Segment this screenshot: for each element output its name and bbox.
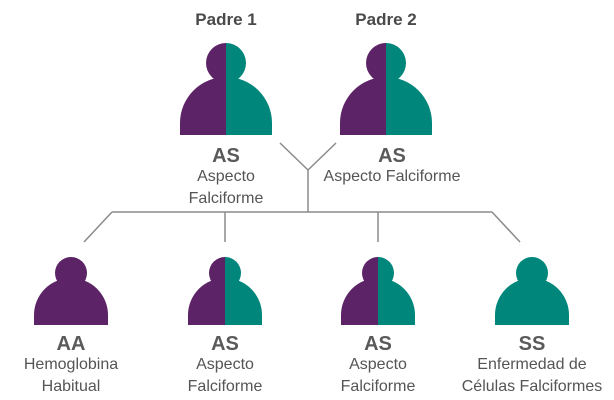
child-3-genotype: AS bbox=[364, 333, 392, 355]
parent-2-description: Aspecto Falciforme bbox=[302, 166, 482, 188]
branch-child-4 bbox=[491, 211, 521, 243]
child-2-description: Aspecto Falciforme bbox=[155, 354, 295, 398]
child-1-person-icon bbox=[34, 257, 108, 325]
child-1-genotype: AA bbox=[56, 333, 86, 355]
child-2-description-line-2: Falciforme bbox=[187, 378, 263, 395]
child-3-description-line-1: Aspecto bbox=[349, 356, 407, 373]
child-4-description-line-2: Células Falciformes bbox=[461, 378, 603, 395]
branch-child-1 bbox=[83, 211, 113, 243]
parent-2-person-icon bbox=[340, 43, 432, 135]
parent-1-description-line-1: Aspecto bbox=[197, 168, 255, 185]
parent-1-description-line-2: Falciforme bbox=[188, 190, 264, 207]
child-4-description-line-1: Enfermedad de bbox=[477, 356, 587, 373]
child-1-description-line-2: Habitual bbox=[41, 378, 101, 395]
child-4-description: Enfermedad de Células Falciformes bbox=[452, 354, 612, 398]
parent-2-genotype: AS bbox=[378, 145, 406, 167]
parent-1-genotype: AS bbox=[212, 145, 240, 167]
child-4-person-icon bbox=[495, 257, 569, 325]
child-2-genotype: AS bbox=[211, 333, 239, 355]
child-1-description-line-1: Hemoglobina bbox=[23, 356, 119, 373]
child-3-person-icon bbox=[341, 257, 415, 325]
parent-2-label: Padre 2 bbox=[355, 10, 417, 29]
child-1-description: Hemoglobina Habitual bbox=[1, 354, 141, 398]
parent-2-description-line-1: Aspecto Falciforme bbox=[323, 168, 461, 185]
child-3-description-line-2: Falciforme bbox=[340, 378, 416, 395]
parent-1-person-icon bbox=[180, 43, 272, 135]
child-2-description-line-1: Aspecto bbox=[196, 356, 254, 373]
child-4-genotype: SS bbox=[518, 333, 546, 355]
parent-1-description: Aspecto Falciforme bbox=[156, 166, 296, 210]
child-3-description: Aspecto Falciforme bbox=[308, 354, 448, 398]
child-2-person-icon bbox=[188, 257, 262, 325]
parent-1-label: Padre 1 bbox=[195, 10, 257, 29]
